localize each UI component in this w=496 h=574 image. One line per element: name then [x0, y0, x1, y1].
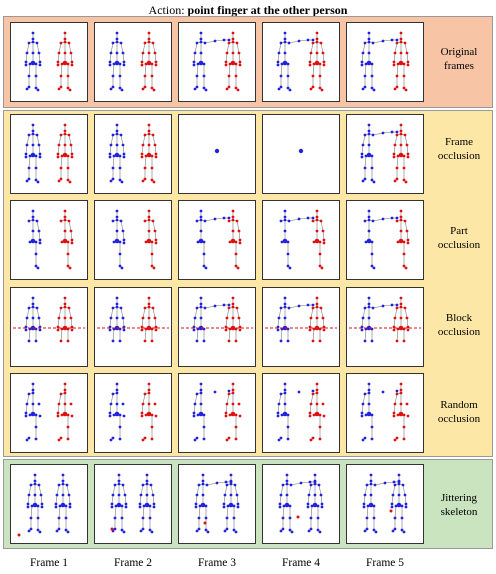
skeleton-panel: [94, 22, 172, 102]
figure-title: Action: point finger at the other person: [0, 3, 496, 18]
row-label-line: occlusion: [437, 150, 481, 162]
row-label-line: Block: [445, 312, 473, 324]
frame-label-3: Frame 3: [197, 557, 236, 569]
frame-label-1: Frame 1: [29, 557, 68, 569]
frame-label-2: Frame 2: [113, 557, 152, 569]
skeleton-panel: [178, 464, 256, 544]
skeleton-panel: [262, 22, 340, 102]
skeleton-panel: [346, 373, 424, 453]
skeleton-panel: [10, 373, 88, 453]
skeleton-panel: [178, 373, 256, 453]
skeleton-panel: [10, 200, 88, 280]
skeleton-panel: [262, 114, 340, 194]
frame-label-4: Frame 4: [281, 557, 320, 569]
skeleton-panel: [94, 114, 172, 194]
row-label-jittering: Jittering skeleton: [425, 491, 493, 519]
skeleton-panel: [178, 200, 256, 280]
row-label-line: occlusion: [437, 413, 481, 425]
skeleton-panel: [346, 200, 424, 280]
skeleton-panel: [10, 22, 88, 102]
skeleton-panel: [10, 287, 88, 367]
row-label-line: occlusion: [437, 239, 481, 251]
skeleton-panel: [346, 22, 424, 102]
skeleton-panel: [262, 287, 340, 367]
skeleton-panel: [346, 114, 424, 194]
row-label-original: Original frames: [425, 45, 493, 73]
row-label-line: Jittering: [440, 492, 478, 504]
skeleton-panel: [346, 464, 424, 544]
skeleton-panel: [10, 464, 88, 544]
row-label-block-occlusion: Block occlusion: [425, 311, 493, 339]
skeleton-panel: [346, 287, 424, 367]
row-label-random-occlusion: Random occlusion: [425, 398, 493, 426]
row-label-line: frames: [444, 60, 474, 72]
row-label-part-occlusion: Part occlusion: [425, 224, 493, 252]
row-label-line: Part: [450, 225, 468, 237]
row-label-line: Random: [440, 399, 478, 411]
row-label-line: occlusion: [437, 326, 481, 338]
title-action: point finger at the other person: [187, 3, 348, 17]
skeleton-panel: [94, 464, 172, 544]
skeleton-panel: [178, 114, 256, 194]
skeleton-panel: [178, 22, 256, 102]
skeleton-panel: [94, 287, 172, 367]
skeleton-panel: [262, 200, 340, 280]
skeleton-panel: [262, 373, 340, 453]
skeleton-panel: [10, 114, 88, 194]
title-prefix: Action:: [148, 3, 188, 17]
skeleton-panel: [94, 373, 172, 453]
skeleton-panel: [94, 200, 172, 280]
skeleton-panel: [262, 464, 340, 544]
row-label-line: Frame: [444, 136, 474, 148]
row-label-line: skeleton: [440, 506, 478, 518]
row-label-line: Original: [440, 46, 478, 58]
row-label-frame-occlusion: Frame occlusion: [425, 135, 493, 163]
skeleton-panel: [178, 287, 256, 367]
frame-label-5: Frame 5: [365, 557, 404, 569]
